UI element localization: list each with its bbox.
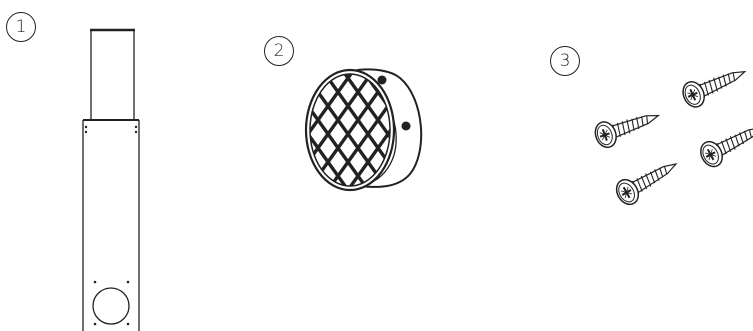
part-number-1: 1 <box>6 12 36 42</box>
pipe-sleeve-icon <box>75 25 155 331</box>
screws-icon <box>590 60 753 210</box>
vent-grille-icon <box>298 64 428 194</box>
part-number-3: 3 <box>550 46 580 76</box>
part-number-2: 2 <box>264 36 294 66</box>
